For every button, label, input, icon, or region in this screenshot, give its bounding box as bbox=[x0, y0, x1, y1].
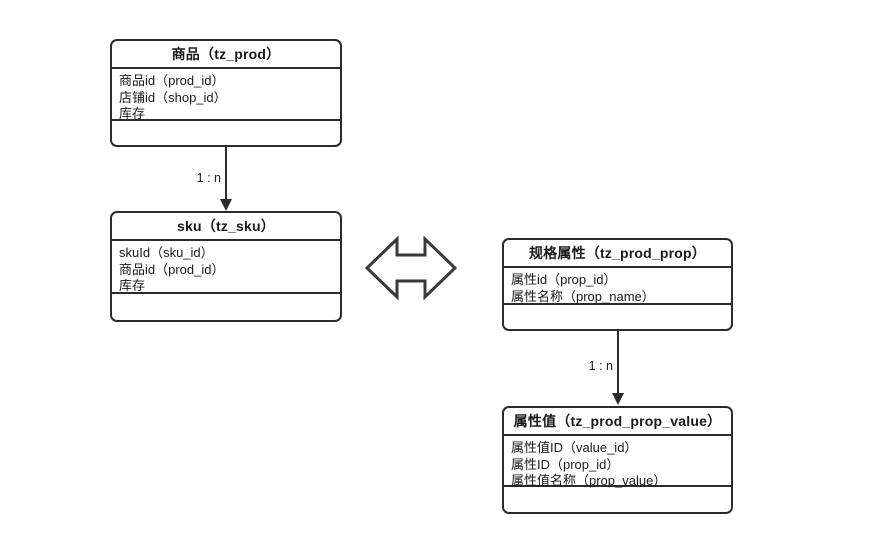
entity-header-tz-sku: sku（tz_sku） bbox=[112, 213, 340, 241]
entity-attributes-tz-prod: 商品id（prod_id） 店铺id（shop_id） 库存 bbox=[112, 69, 340, 121]
arrow-down-icon bbox=[220, 199, 232, 211]
relationship-label-prop-to-prop-value: 1 : n bbox=[588, 359, 613, 373]
attribute-row: 商品id（prod_id） bbox=[119, 73, 225, 88]
bidirectional-arrow-svg bbox=[364, 235, 458, 301]
entity-header-tz-prod: 商品（tz_prod） bbox=[112, 41, 340, 69]
relationship-label-prod-to-sku: 1 : n bbox=[196, 171, 221, 185]
entity-attributes-tz-prod-prop-value: 属性值ID（value_id） 属性ID（prop_id） 属性值名称（prop… bbox=[504, 436, 731, 488]
attribute-row: 属性id（prop_id） bbox=[511, 272, 617, 287]
attribute-row: 属性名称（prop_name） bbox=[511, 288, 655, 304]
relationship-line bbox=[617, 331, 619, 394]
entity-footer-tz-sku bbox=[112, 294, 340, 320]
attribute-row: 属性ID（prop_id） bbox=[511, 456, 620, 472]
attribute-row: 属性值名称（prop_value） bbox=[511, 473, 667, 488]
attribute-row: 库存 bbox=[119, 106, 146, 121]
attribute-row: 库存 bbox=[119, 278, 146, 293]
arrow-down-icon bbox=[612, 393, 624, 405]
entity-footer-tz-prod bbox=[112, 121, 340, 145]
entity-table-tz-prod-prop[interactable]: 规格属性（tz_prod_prop） 属性id（prop_id） 属性名称（pr… bbox=[502, 238, 733, 331]
attribute-row: 商品id（prod_id） bbox=[119, 261, 225, 277]
relationship-line bbox=[225, 146, 227, 200]
attribute-row: 属性值ID（value_id） bbox=[511, 440, 638, 455]
attribute-row: 店铺id（shop_id） bbox=[119, 89, 227, 105]
entity-header-tz-prod-prop: 规格属性（tz_prod_prop） bbox=[504, 240, 731, 268]
entity-table-tz-sku[interactable]: sku（tz_sku） skuId（sku_id） 商品id（prod_id） … bbox=[110, 211, 342, 322]
bidirectional-arrow-icon[interactable] bbox=[362, 229, 460, 307]
entity-footer-tz-prod-prop-value bbox=[504, 487, 731, 512]
entity-attributes-tz-sku: skuId（sku_id） 商品id（prod_id） 库存 bbox=[112, 241, 340, 294]
entity-table-tz-prod[interactable]: 商品（tz_prod） 商品id（prod_id） 店铺id（shop_id） … bbox=[110, 39, 342, 147]
entity-header-tz-prod-prop-value: 属性值（tz_prod_prop_value） bbox=[504, 408, 731, 436]
attribute-row: skuId（sku_id） bbox=[119, 245, 214, 260]
entity-table-tz-prod-prop-value[interactable]: 属性值（tz_prod_prop_value） 属性值ID（value_id） … bbox=[502, 406, 733, 514]
entity-attributes-tz-prod-prop: 属性id（prop_id） 属性名称（prop_name） bbox=[504, 268, 731, 305]
entity-footer-tz-prod-prop bbox=[504, 305, 731, 329]
